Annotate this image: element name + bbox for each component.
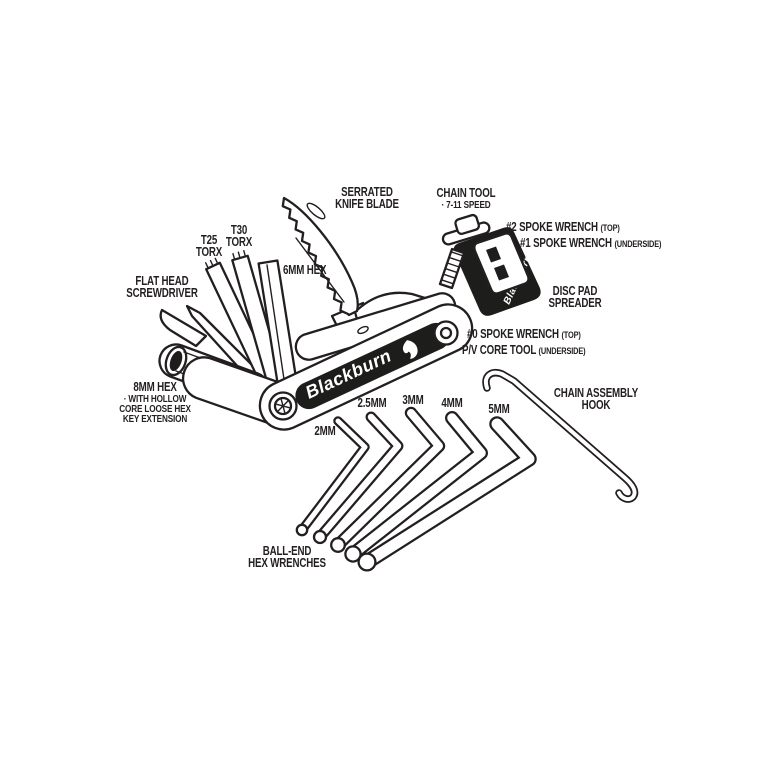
label-serrated-knife-blade: SERRATED KNIFE BLADE bbox=[335, 185, 399, 211]
ball-end-wrench-2mm bbox=[295, 416, 370, 537]
torx-screw-icon bbox=[268, 391, 298, 421]
label-flat-head-screwdriver: FLAT HEAD SCREWDRIVER bbox=[126, 274, 198, 300]
ball-end-wrench-4mm bbox=[344, 411, 488, 563]
label-spoke-wrench-1: #1 SPOKE WRENCH (UNDERSIDE) bbox=[520, 236, 662, 250]
label-t30-torx: T30 TORX bbox=[225, 223, 253, 249]
ball-end-wrench-3mm bbox=[330, 406, 446, 553]
label-6mm-hex: 6MM HEX bbox=[283, 263, 327, 277]
label-ball-end-hex-wrenches: BALL-END HEX WRENCHES bbox=[248, 544, 326, 570]
pivot-screw-icon bbox=[433, 320, 459, 346]
blackburn-flame-icon bbox=[402, 340, 418, 359]
label-disc-pad-spreader: DISC PAD SPREADER bbox=[548, 284, 602, 310]
label-size-2mm: 2MM bbox=[314, 424, 336, 438]
label-chain-assembly-hook: CHAIN ASSEMBLY HOOK bbox=[553, 386, 639, 412]
label-chain-tool: CHAIN TOOL · 7-11 SPEED bbox=[436, 186, 496, 211]
chain-tool-drawing: Blackburn bbox=[438, 213, 541, 316]
blackburn-logo-bar: Blackburn bbox=[258, 303, 474, 431]
label-pv-core-tool: P/V CORE TOOL (UNDERSIDE) bbox=[462, 343, 586, 357]
label-size-4mm: 4MM bbox=[441, 396, 463, 410]
ball-end-wrench-5mm bbox=[357, 416, 537, 572]
blackburn-flame-icon bbox=[530, 244, 540, 253]
label-t25-torx: T25 TORX bbox=[195, 233, 223, 259]
label-size-5mm: 5MM bbox=[488, 402, 510, 416]
label-spoke-wrench-0: #0 SPOKE WRENCH (TOP) bbox=[467, 327, 581, 341]
label-size-3mm: 3MM bbox=[402, 393, 424, 407]
ball-end-wrench-2-5mm bbox=[312, 411, 404, 545]
knife-blade bbox=[281, 196, 359, 317]
chain-assembly-hook-drawing bbox=[482, 369, 639, 503]
label-8mm-hex: 8MM HEX · WITH HOLLOW CORE LOOSE HEX KEY… bbox=[119, 380, 191, 425]
label-spoke-wrench-2: #2 SPOKE WRENCH (TOP) bbox=[506, 220, 620, 234]
label-size-2-5mm: 2.5MM bbox=[357, 396, 387, 410]
